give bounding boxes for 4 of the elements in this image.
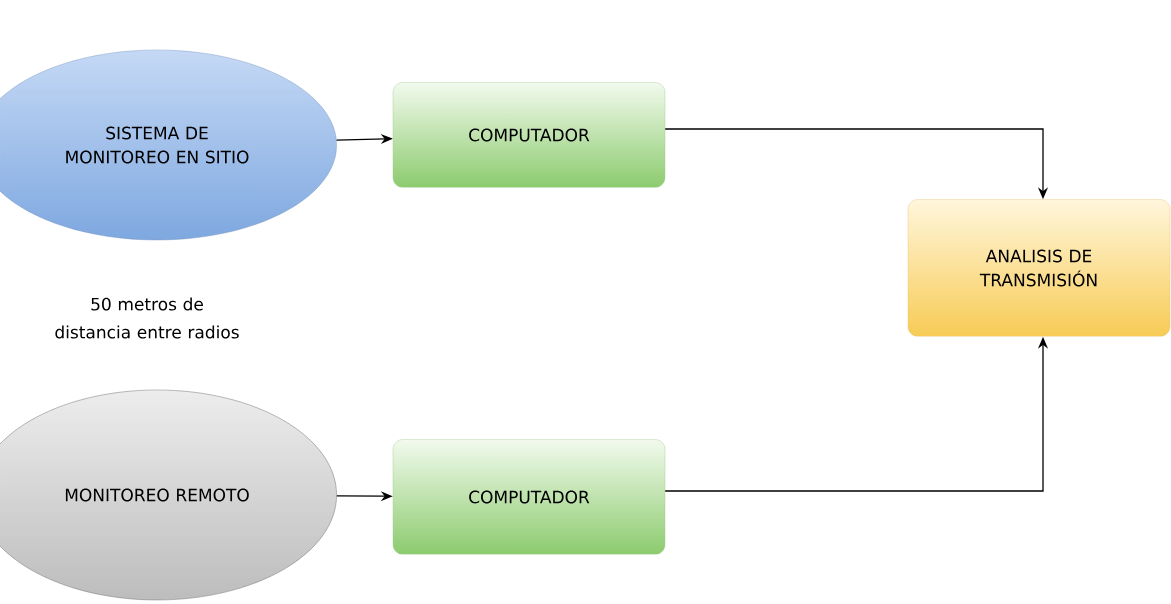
note-text: 50 metros de distancia entre radios	[55, 297, 239, 339]
process-box: COMPUTADOR	[392, 439, 666, 555]
process-box: ANALISIS DE TRANSMISIÓN	[907, 199, 1171, 337]
process-box: COMPUTADOR	[392, 82, 666, 188]
